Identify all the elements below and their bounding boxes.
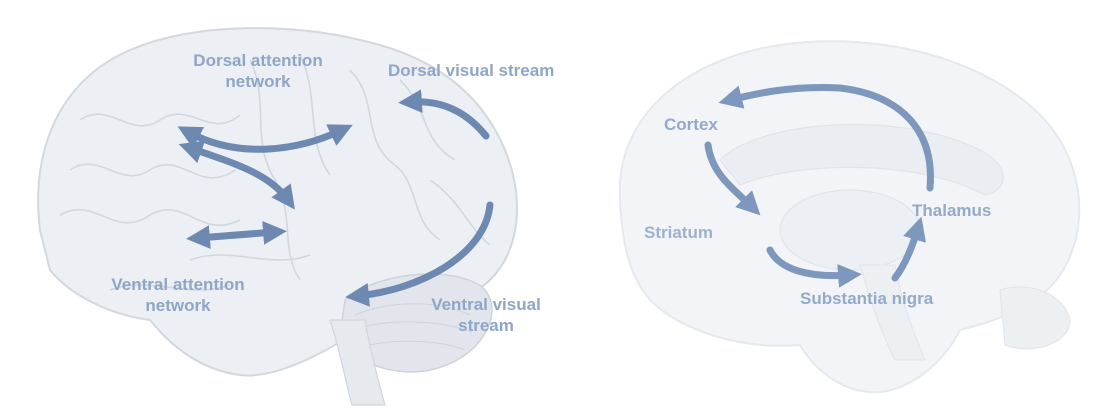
ventral-attention-line2: network xyxy=(78,295,278,316)
cortex-label: Cortex xyxy=(664,114,718,135)
dorsal-visual-stream-label: Dorsal visual stream xyxy=(388,60,554,81)
thalamus-label: Thalamus xyxy=(912,200,991,221)
ventral-attention-line1: Ventral attention xyxy=(78,274,278,295)
dorsal-attention-line2: network xyxy=(158,71,358,92)
substantia-nigra-text: Substantia nigra xyxy=(800,288,933,309)
dorsal-attention-line1: Dorsal attention xyxy=(158,50,358,71)
thalamus-text: Thalamus xyxy=(912,200,991,221)
dorsal-visual-stream-text: Dorsal visual stream xyxy=(388,60,554,81)
striatum-label: Striatum xyxy=(644,222,713,243)
medial-brain-illustration xyxy=(620,41,1080,392)
ventral-attention-network-label: Ventral attention network xyxy=(78,274,278,316)
substantia-nigra-label: Substantia nigra xyxy=(800,288,933,309)
cortex-text: Cortex xyxy=(664,114,718,135)
ventral-visual-line1: Ventral visual xyxy=(396,294,576,315)
ventral-visual-line2: stream xyxy=(396,315,576,336)
ventral-visual-stream-label: Ventral visual stream xyxy=(396,294,576,336)
striatum-text: Striatum xyxy=(644,222,713,243)
dorsal-attention-network-label: Dorsal attention network xyxy=(158,50,358,92)
